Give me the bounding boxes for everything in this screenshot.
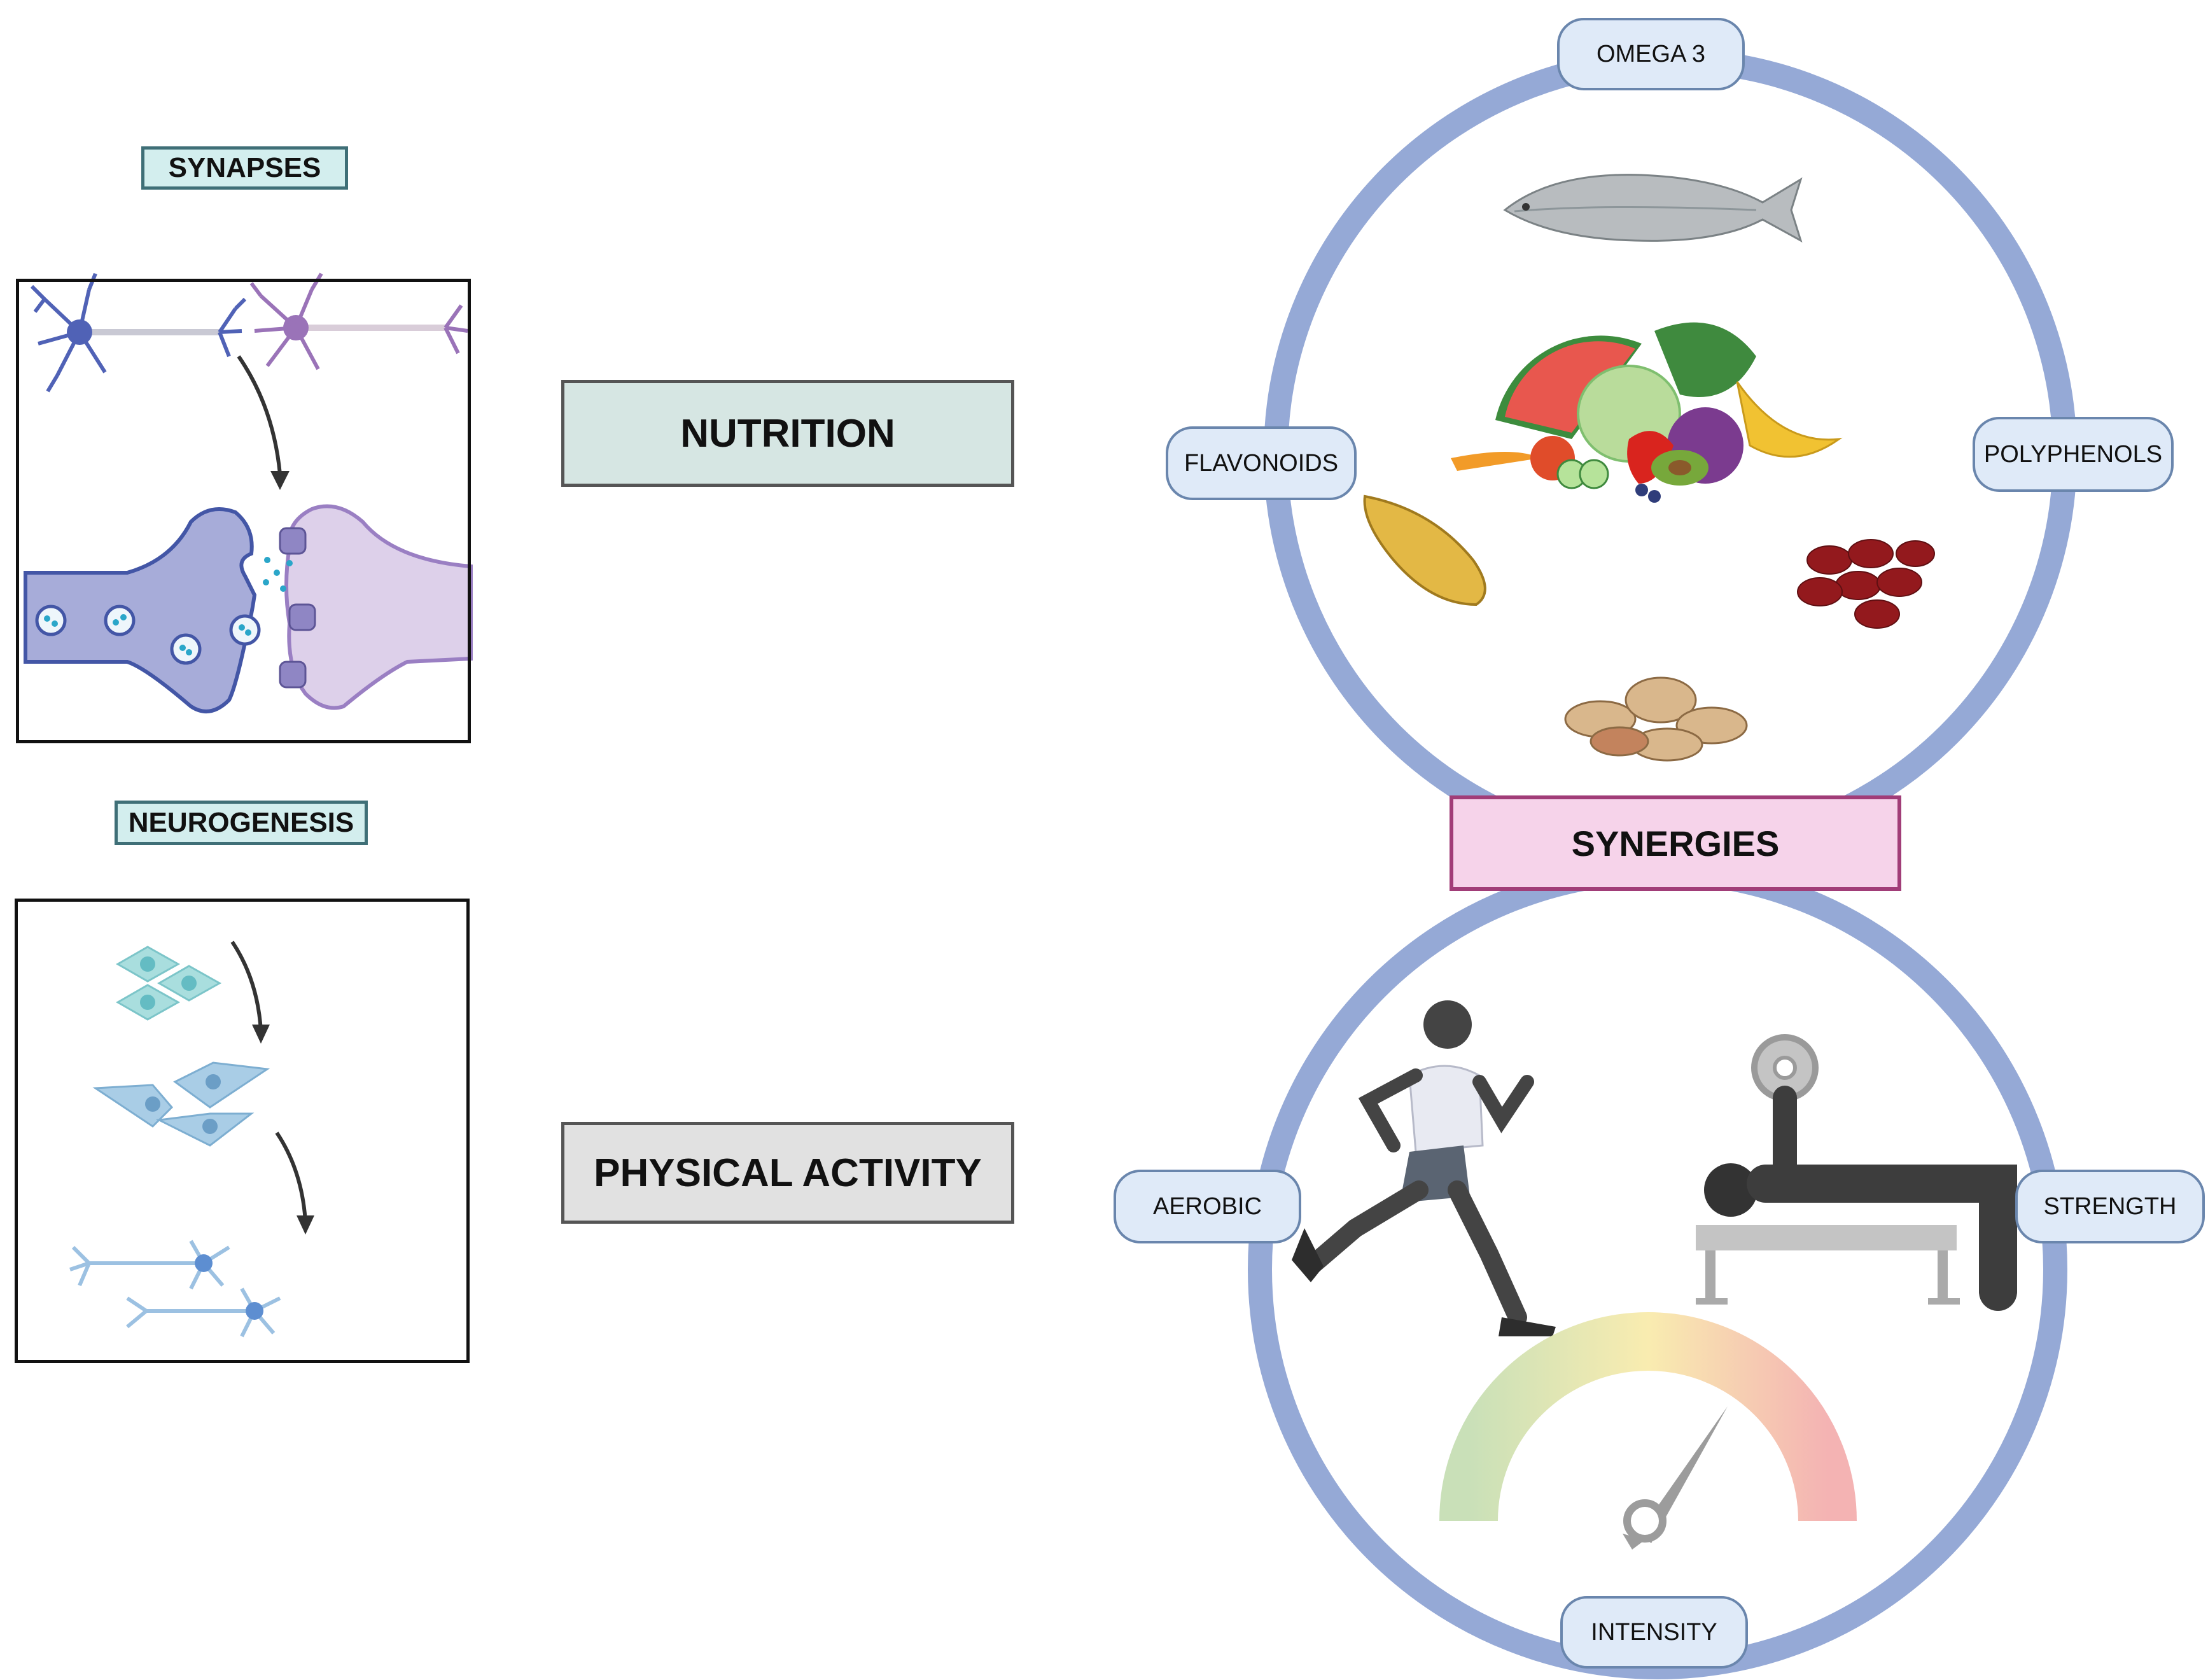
synapse-illustration (24, 272, 473, 713)
fish-icon (1503, 174, 1803, 243)
runner-icon (1292, 1000, 1556, 1336)
fruits-vegetables-icon (1451, 322, 1843, 503)
neuron-purple-icon (249, 272, 468, 370)
nutrition-label: NUTRITION (561, 380, 1014, 487)
aerobic-pill: AEROBIC (1114, 1170, 1301, 1243)
flavonoids-pill: FLAVONOIDS (1166, 426, 1357, 500)
intensity-pill: INTENSITY (1560, 1596, 1748, 1669)
neurogenesis-illustration (69, 941, 314, 1338)
neuron-blue-icon (30, 272, 247, 393)
activity-ring (1248, 860, 2067, 1679)
cocoa-pod-icon (1363, 494, 1486, 606)
synapses-label: SYNAPSES (141, 146, 348, 190)
physical-activity-label: PHYSICAL ACTIVITY (561, 1122, 1014, 1224)
omega3-pill: OMEGA 3 (1557, 18, 1745, 90)
neurogenesis-label: NEUROGENESIS (115, 801, 368, 845)
nuts-icon (1564, 676, 1748, 762)
beans-icon (1797, 539, 1935, 629)
strength-pill: STRENGTH (2015, 1170, 2205, 1243)
polyphenols-pill: POLYPHENOLS (1973, 417, 2174, 492)
synapses-panel (16, 279, 471, 743)
bench-press-icon (1696, 1034, 2017, 1311)
intensity-gauge-icon (1439, 1312, 1857, 1550)
synergies-label: SYNERGIES (1450, 795, 1901, 891)
neurogenesis-panel (15, 899, 470, 1363)
